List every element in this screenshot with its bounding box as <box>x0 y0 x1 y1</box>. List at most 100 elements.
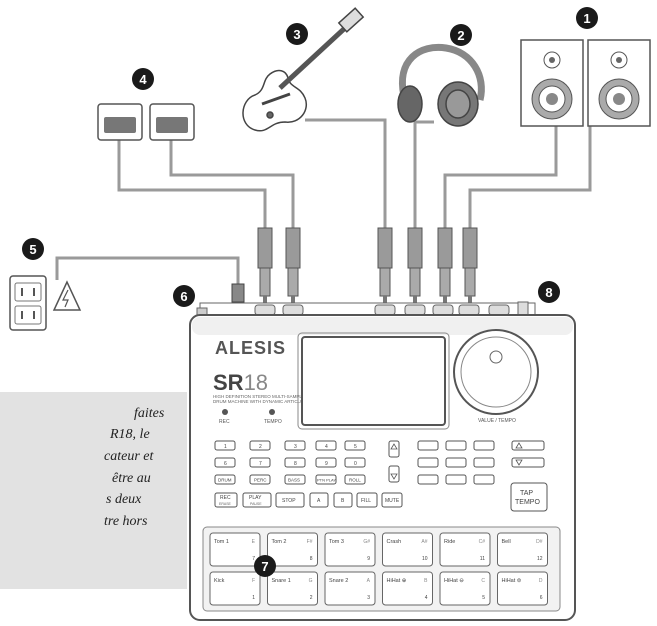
plug-footswitch-2 <box>285 227 301 306</box>
key-0[interactable]: 0 <box>344 457 366 468</box>
callout-7: 7 <box>254 555 276 577</box>
pad-surface[interactable] <box>497 532 548 567</box>
key-6[interactable]: 6 <box>214 457 236 468</box>
rec-led-label: REC <box>219 419 230 425</box>
function-key[interactable] <box>445 440 467 451</box>
cable-footswitch-2 <box>169 135 295 230</box>
callout-4: 4 <box>132 68 154 90</box>
pad-note: F <box>252 578 255 584</box>
pad-surface[interactable] <box>439 532 491 567</box>
plug-power <box>231 283 245 303</box>
svg-text:PERC: PERC <box>254 478 267 483</box>
pad-surface[interactable] <box>382 532 433 567</box>
roll-key[interactable]: ROLL <box>344 474 366 485</box>
cursor-up-key[interactable] <box>388 440 400 458</box>
ptn-play-key[interactable]: PTN PLAY <box>315 474 337 485</box>
lcd-display <box>301 336 446 426</box>
page-down-key[interactable] <box>511 457 545 468</box>
key-2[interactable]: 2 <box>249 440 271 451</box>
a-button[interactable]: A <box>309 492 329 508</box>
cursor-down-key[interactable] <box>388 465 400 483</box>
pad-name: Bell <box>502 539 511 545</box>
pad-number: 10 <box>422 556 428 562</box>
svg-text:6: 6 <box>180 289 187 304</box>
key-7[interactable]: 7 <box>249 457 271 468</box>
fill-button[interactable]: FILL <box>356 492 378 508</box>
pad-surface[interactable] <box>324 571 376 606</box>
footswitch-1 <box>97 103 143 141</box>
pad-surface[interactable] <box>267 532 318 567</box>
pad-name: Ride <box>444 539 455 545</box>
function-key[interactable] <box>473 440 495 451</box>
pad-hihat[interactable]: HiHat ⊜D6 <box>497 571 548 606</box>
pad-note: F# <box>307 539 313 545</box>
drum-key[interactable]: DRUM <box>214 474 236 485</box>
pad-name: Kick <box>214 578 225 584</box>
svg-text:ERASE: ERASE <box>219 502 232 506</box>
key-1[interactable]: 1 <box>214 440 236 451</box>
callout-2: 2 <box>450 24 472 46</box>
pad-surface[interactable] <box>439 571 491 606</box>
pad-name: Crash <box>387 539 402 545</box>
number-keys[interactable]: 1 2 3 4 5 6 7 8 9 0 <box>214 440 366 468</box>
key-3[interactable]: 3 <box>284 440 306 451</box>
function-key[interactable] <box>445 457 467 468</box>
bass-key[interactable]: BASS <box>284 474 306 485</box>
svg-text:STOP: STOP <box>282 498 296 504</box>
function-key[interactable] <box>417 474 439 485</box>
value-tempo-knob[interactable] <box>453 329 539 415</box>
pad-name: Snare 2 <box>329 578 348 584</box>
mute-button[interactable]: MUTE <box>381 492 403 508</box>
key-8[interactable]: 8 <box>284 457 306 468</box>
key-4[interactable]: 4 <box>315 440 337 451</box>
power-outlet <box>9 275 47 331</box>
pad-surface[interactable] <box>324 532 376 567</box>
function-key[interactable] <box>417 457 439 468</box>
function-key[interactable] <box>473 457 495 468</box>
function-key[interactable] <box>445 474 467 485</box>
stop-button[interactable]: STOP <box>275 492 305 508</box>
pad-surface[interactable] <box>209 532 261 567</box>
pad-number: 5 <box>482 595 485 601</box>
tempo-led-label: TEMPO <box>264 419 282 425</box>
kit-keys[interactable]: DRUM PERC BASS PTN PLAY ROLL <box>214 474 366 485</box>
pad-surface[interactable] <box>497 571 548 606</box>
cable-footswitch-1 <box>117 135 267 230</box>
pad-note: B <box>424 578 428 584</box>
pad-name: Tom 2 <box>272 539 287 545</box>
svg-text:3: 3 <box>293 27 300 42</box>
electric-hazard-icon <box>52 280 82 311</box>
tap-tempo-button[interactable]: TAP TEMPO <box>510 482 548 512</box>
pad-number: 6 <box>540 595 543 601</box>
function-key[interactable] <box>417 440 439 451</box>
key-5[interactable]: 5 <box>344 440 366 451</box>
svg-text:B: B <box>341 498 345 504</box>
pad-surface[interactable] <box>209 571 261 606</box>
pad-surface[interactable] <box>382 571 433 606</box>
function-key[interactable] <box>473 474 495 485</box>
function-keys[interactable] <box>417 440 495 485</box>
key-9[interactable]: 9 <box>315 457 337 468</box>
cable-speaker-right <box>468 125 592 230</box>
b-button[interactable]: B <box>333 492 353 508</box>
page-up-key[interactable] <box>511 440 545 451</box>
svg-text:PAUSE: PAUSE <box>250 502 262 506</box>
perc-key[interactable]: PERC <box>249 474 271 485</box>
pad-hihat[interactable]: HiHat ⊖C5 <box>439 571 491 606</box>
plug-speaker-left <box>437 227 453 306</box>
pad-hihat[interactable]: HiHat ⊕B4 <box>382 571 433 606</box>
pad-name: HiHat ⊜ <box>502 578 522 584</box>
pad-surface[interactable] <box>267 571 318 606</box>
